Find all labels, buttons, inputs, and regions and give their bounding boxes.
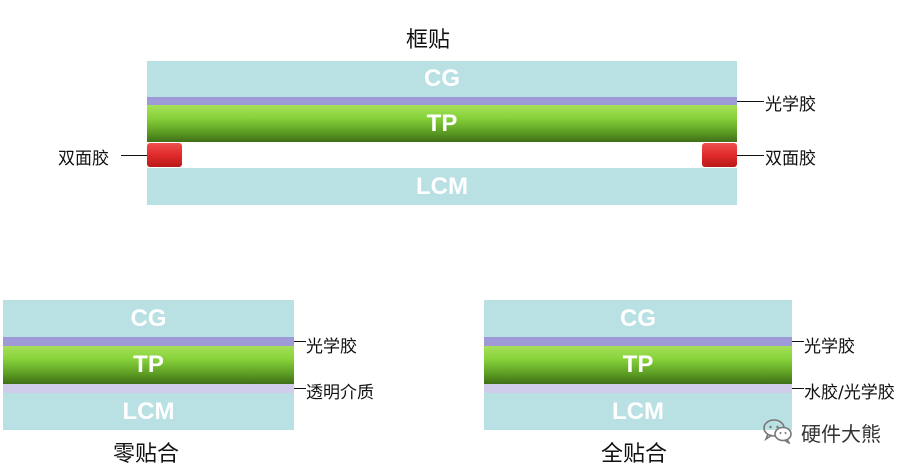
- full-oca-layer: [484, 337, 792, 346]
- zero-oca-callout: 光学胶: [306, 337, 357, 357]
- top-right-tape: [702, 143, 737, 167]
- top-oca-layer: [147, 97, 737, 105]
- zero-oca-layer: [3, 337, 294, 346]
- zero-lcm-layer: LCM: [3, 393, 294, 430]
- full-oca-callout: 光学胶: [804, 337, 855, 357]
- top-lcm-label: LCM: [416, 172, 468, 200]
- zero-lcm-label: LCM: [122, 397, 175, 425]
- top-right-tape-callout: 双面胶: [765, 149, 816, 169]
- top-cg-layer: CG: [147, 61, 737, 97]
- full-cg-layer: CG: [484, 300, 792, 337]
- full-tp-layer: TP: [484, 346, 792, 384]
- full-lamination-title: 全贴合: [601, 442, 668, 467]
- top-oca-leader-line: [737, 101, 764, 102]
- watermark-text: 硬件大熊: [801, 422, 881, 446]
- zero-lamination-title: 零贴合: [113, 442, 180, 467]
- top-tp-layer: TP: [147, 105, 737, 142]
- full-medium-layer: [484, 384, 792, 393]
- top-tp-label: TP: [426, 109, 458, 137]
- zero-cg-layer: CG: [3, 300, 294, 337]
- zero-tp-layer: TP: [3, 346, 294, 384]
- top-cg-label: CG: [424, 65, 460, 92]
- full-lcm-label: LCM: [612, 397, 664, 425]
- full-medium-callout: 水胶/光学胶: [804, 383, 895, 403]
- full-lcm-layer: LCM: [484, 393, 792, 430]
- top-oca-callout: 光学胶: [765, 95, 816, 115]
- full-medium-leader-line: [792, 388, 804, 389]
- frame-lamination-title: 框贴: [406, 28, 451, 53]
- zero-medium-layer: [3, 384, 294, 393]
- zero-medium-callout: 透明介质: [306, 383, 374, 403]
- full-cg-label: CG: [620, 304, 656, 332]
- top-left-tape: [147, 143, 182, 167]
- zero-oca-leader-line: [294, 341, 306, 342]
- top-left-tape-callout: 双面胶: [58, 149, 109, 169]
- top-lcm-layer: LCM: [147, 168, 737, 205]
- zero-medium-leader-line: [294, 388, 306, 389]
- full-tp-label: TP: [622, 351, 654, 378]
- full-oca-leader-line: [792, 341, 804, 342]
- top-right-tape-leader-line: [737, 155, 764, 156]
- top-left-tape-leader-line: [121, 155, 147, 156]
- zero-cg-label: CG: [130, 304, 167, 332]
- zero-tp-label: TP: [133, 351, 164, 378]
- wechat-icon: [763, 418, 793, 446]
